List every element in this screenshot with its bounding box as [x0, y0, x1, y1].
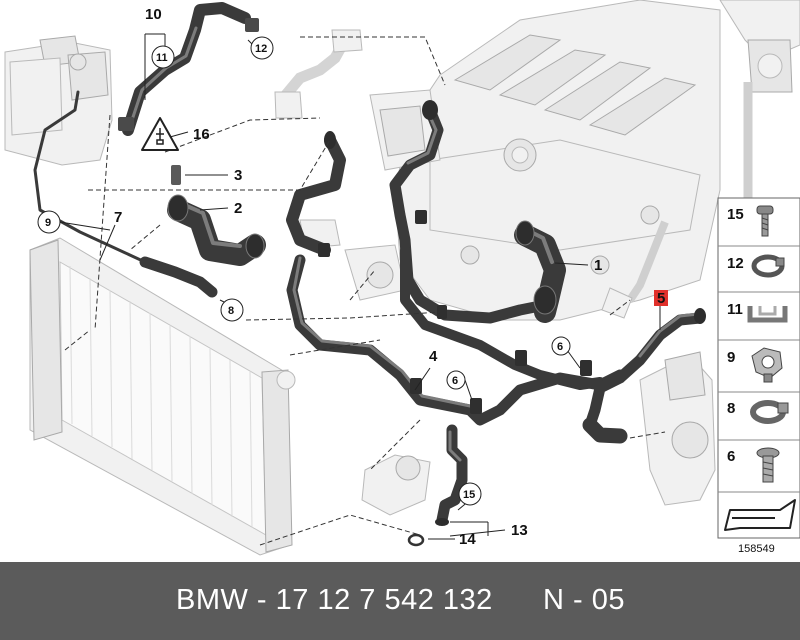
callout-labels: 1 2 3 4 5 6 6 7 8 9 10 11 12 13 14 15 16 [37, 6, 668, 548]
callout-16: 16 [193, 126, 210, 143]
screw-icon [756, 205, 774, 237]
reference-lines [64, 36, 666, 546]
legend-label-15: 15 [727, 206, 744, 223]
arrow-symbol-icon [724, 499, 796, 531]
legend-label-6: 6 [727, 448, 735, 465]
legend-label-12: 12 [727, 255, 744, 272]
callout-9: 9 [45, 217, 51, 229]
callout-11: 11 [156, 52, 168, 64]
cooling-hoses-diagram: 1 2 3 4 5 6 6 7 8 9 10 11 12 13 14 15 16 [4, 0, 800, 556]
footer-bar: BMW - 17 12 7 542 132 N - 05 [0, 562, 800, 640]
legend-label-9: 9 [727, 349, 735, 366]
part-number: BMW - 17 12 7 542 132 [176, 584, 493, 616]
callout-14: 14 [459, 531, 476, 548]
spring-clip-icon [747, 306, 788, 323]
band-clamp-icon [750, 400, 789, 424]
highlight-marker [654, 290, 668, 306]
legend-label-11: 11 [727, 301, 743, 318]
callout-6-right: 6 [557, 341, 563, 353]
parts-legend: 15 12 11 9 8 6 [717, 197, 800, 539]
callout-12: 12 [255, 43, 267, 55]
callout-7: 7 [114, 209, 122, 226]
legend-label-8: 8 [727, 400, 735, 417]
callout-15: 15 [463, 489, 475, 501]
hose-holder-icon [751, 347, 783, 383]
callout-4: 4 [429, 348, 438, 365]
bolt-icon [756, 447, 780, 483]
quantity: N - 05 [543, 584, 625, 616]
image-number: 158549 [738, 543, 775, 555]
electrical-connector-warning-icon [141, 117, 179, 151]
coolant-hoses [33, 2, 706, 526]
callout-13: 13 [511, 522, 528, 539]
callout-6-left: 6 [452, 375, 458, 387]
expansion-tank-illustration [4, 35, 113, 166]
callout-3: 3 [234, 167, 242, 184]
callout-1: 1 [594, 257, 602, 274]
callout-10: 10 [145, 6, 162, 23]
callout-5: 5 [657, 290, 665, 307]
callout-8: 8 [228, 305, 234, 317]
radiator-illustration [29, 237, 296, 556]
leader-lines [59, 33, 661, 540]
engine-block-illustration [274, 0, 800, 516]
hose-clamp-icon [751, 254, 785, 278]
callout-2: 2 [234, 200, 242, 217]
